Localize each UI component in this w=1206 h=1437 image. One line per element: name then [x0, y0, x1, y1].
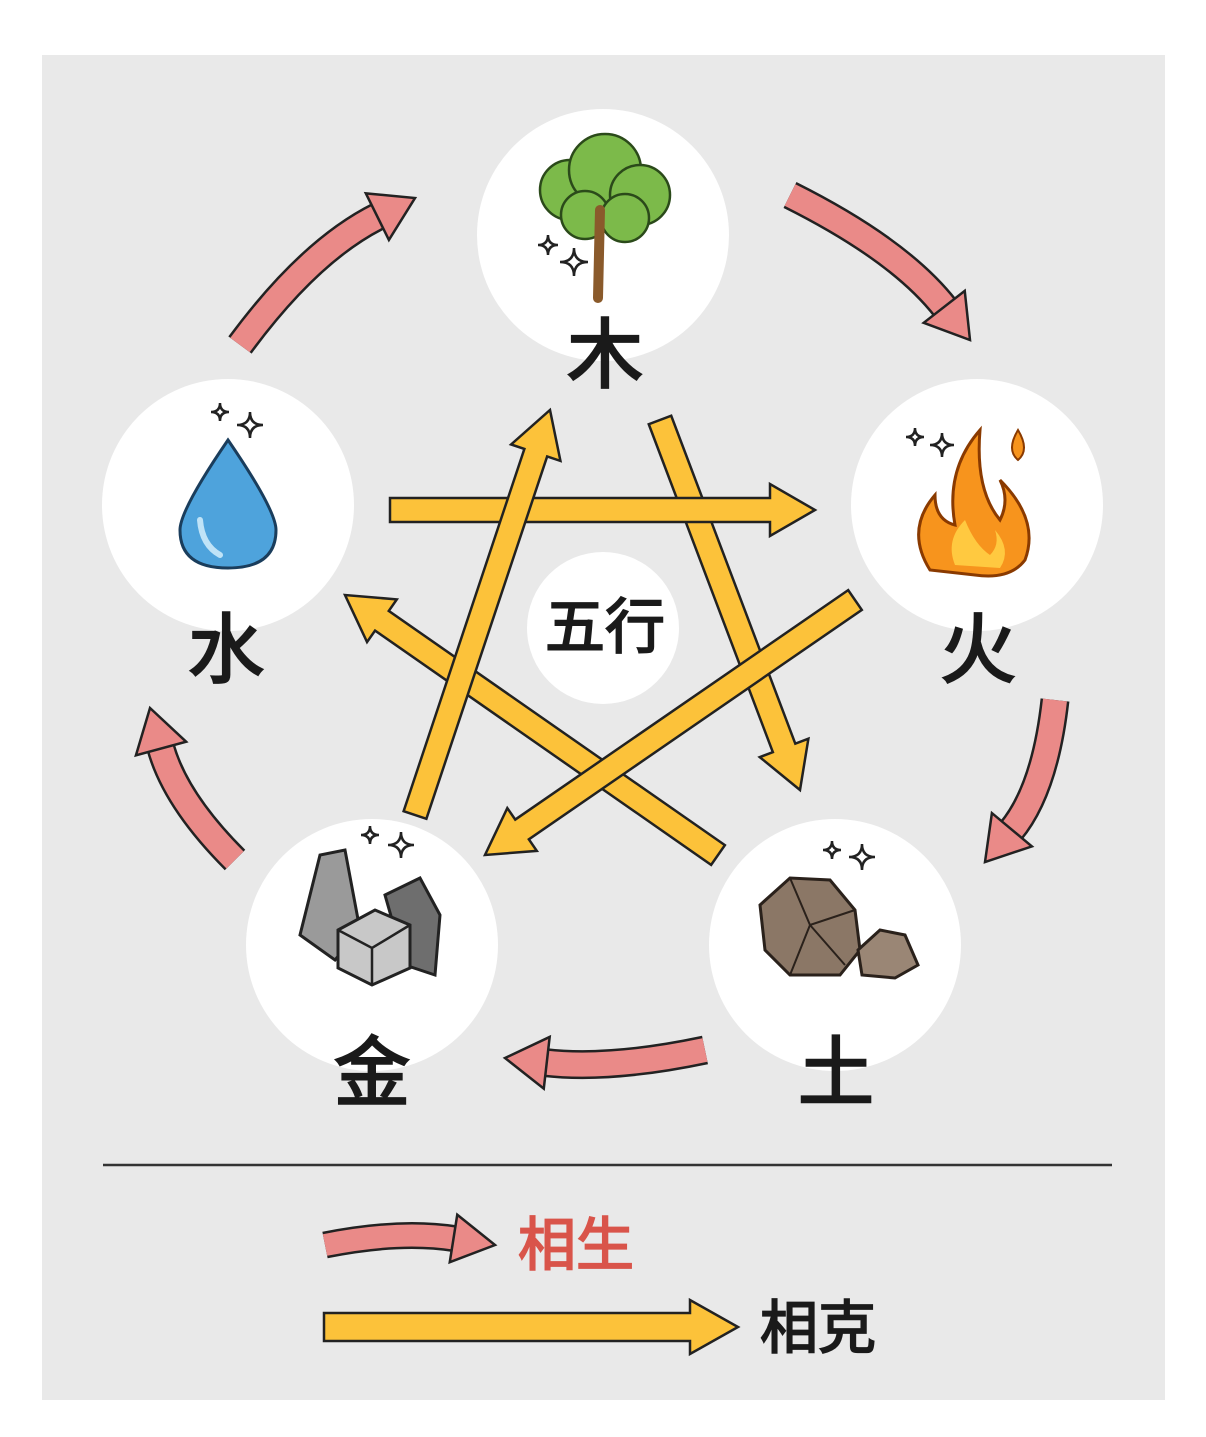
element-label-wood: 木	[567, 311, 643, 400]
tree-icon	[538, 132, 672, 303]
crystal-icon	[298, 848, 442, 987]
arrow-generating-water-wood-head	[363, 191, 418, 243]
element-label-water: 水	[188, 606, 265, 695]
center-label: 五行	[545, 593, 665, 663]
arrow-overcoming-water-fire	[388, 481, 818, 539]
arrow-generating-earth-metal-body	[543, 1038, 708, 1077]
tree-trunk	[593, 205, 605, 303]
center-circle	[527, 552, 679, 704]
arrow-generating-metal-water-head	[134, 705, 189, 758]
sparkle-icon	[559, 247, 589, 277]
sparkle-icon	[210, 402, 230, 422]
rock-facets	[789, 877, 856, 976]
arrow-generating-earth-metal-head	[502, 1034, 552, 1091]
element-label-earth: 土	[798, 1029, 874, 1118]
flame-core	[951, 520, 1005, 568]
sparkle-icon	[905, 427, 925, 447]
legend-generating-arrow	[322, 1212, 498, 1265]
arrow-generating-water-wood-body	[230, 205, 385, 353]
sparkle-icon	[848, 843, 876, 871]
rock-small	[856, 928, 920, 980]
legend-generating-arrow-head	[448, 1212, 498, 1265]
arrow-generating-metal-water-body	[148, 743, 244, 869]
arrow-generating-metal-water	[134, 705, 246, 871]
sparkle-icon	[929, 432, 955, 458]
arrow-generating-water-wood	[228, 191, 418, 354]
tree-foliage	[599, 192, 651, 244]
legend-generating-label: 相生	[518, 1211, 634, 1279]
legend-overcoming-label: 相克	[760, 1294, 876, 1362]
crystal-cube-edges	[337, 923, 411, 985]
water-drop-highlight	[197, 517, 223, 558]
sparkle-icon	[387, 831, 415, 859]
arrow-generating-fire-earth-head	[983, 810, 1035, 864]
element-label-metal: 金	[333, 1029, 411, 1118]
arrow-generating-fire-earth	[983, 698, 1070, 864]
sparkle-icon	[360, 825, 380, 845]
arrow-generating-earth-metal	[502, 1034, 708, 1091]
flame-drop	[1011, 428, 1025, 462]
sparkle-icon	[822, 840, 842, 860]
arrow-generating-fire-earth-body	[1001, 698, 1067, 839]
sparkle-icon	[537, 234, 559, 256]
legend-overcoming-arrow	[322, 1297, 741, 1357]
arrow-overcoming-earth-water	[342, 593, 727, 867]
water-drop-icon	[178, 437, 278, 570]
legend-generating-arrow-body	[322, 1224, 458, 1256]
rock-icon	[758, 876, 920, 980]
arrow-overcoming-fire-metal	[482, 588, 864, 857]
sparkle-icon	[236, 411, 264, 439]
arrow-overcoming-metal-wood	[402, 407, 563, 821]
arrow-generating-wood-fire-head	[921, 288, 972, 342]
flame-icon	[917, 425, 1031, 578]
element-label-fire: 火	[940, 606, 1016, 695]
arrow-generating-wood-fire	[783, 182, 972, 342]
arrow-generating-wood-fire-body	[784, 184, 955, 316]
flame-body	[917, 425, 1031, 578]
